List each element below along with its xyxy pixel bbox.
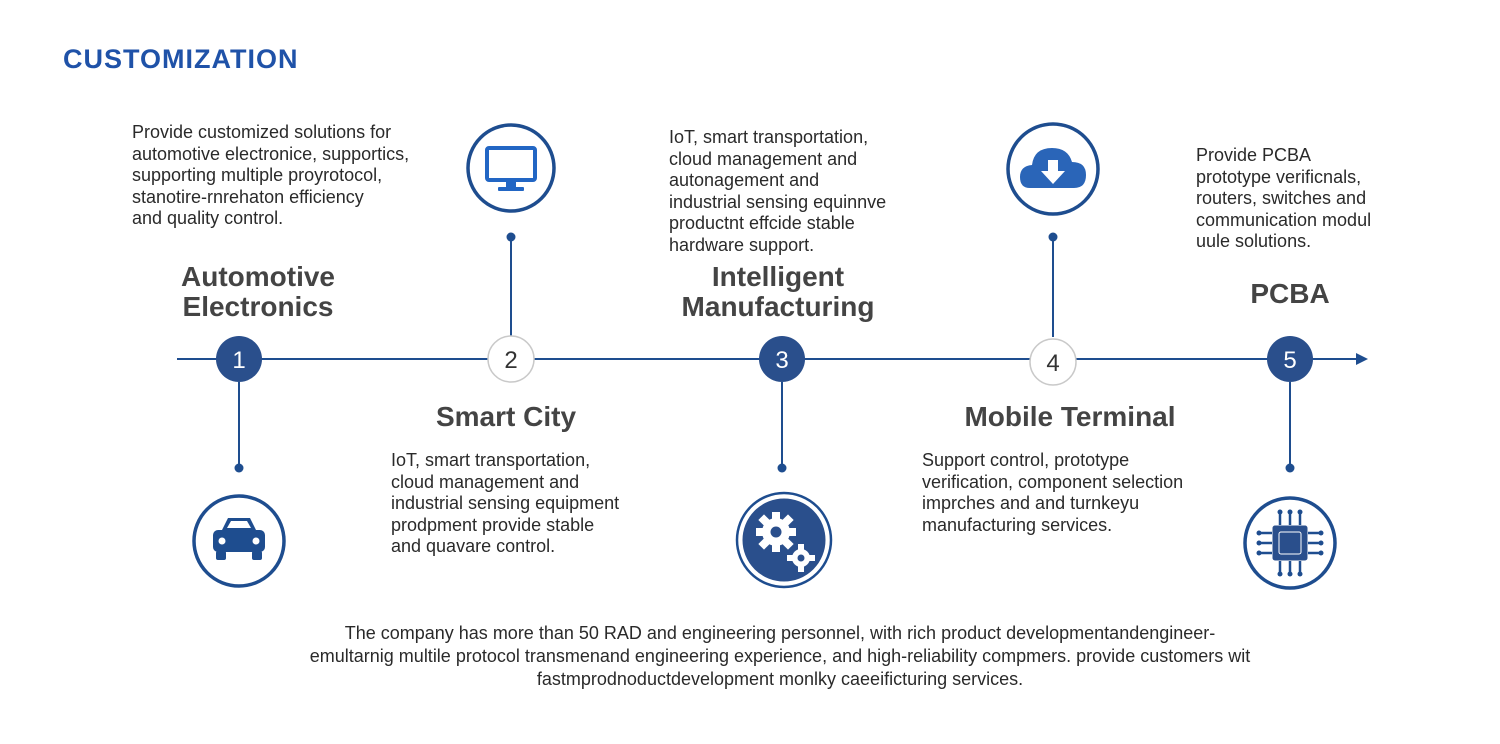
step-node-2: 2 <box>487 335 535 383</box>
connector-dot-5 <box>1285 463 1295 473</box>
chip-icon <box>1243 496 1337 590</box>
step-title-5: PCBA <box>1250 278 1330 309</box>
connector-dot-3 <box>777 463 787 473</box>
car-icon <box>192 494 286 588</box>
footer-description: The company has more than 50 RAD and eng… <box>309 623 1251 689</box>
step-title-2: Smart City <box>435 401 577 432</box>
connector-dot-2 <box>506 232 516 242</box>
monitor-icon <box>466 123 556 213</box>
connector-dot-1 <box>234 463 244 473</box>
step-number-1: 1 <box>232 347 245 374</box>
step-number-5: 5 <box>1283 347 1296 374</box>
step-node-4: 4 <box>1029 338 1077 386</box>
connectors <box>238 237 1291 468</box>
connector-dot-4 <box>1048 232 1058 242</box>
step-description-3: IoT, smart transportation, cloud managem… <box>669 127 887 255</box>
step-node-1: 1 <box>216 336 262 382</box>
step-title-4: Mobile Terminal <box>964 401 1176 432</box>
step-title-3: Intelligent Manufacturing <box>681 261 875 322</box>
timeline-arrowhead <box>1356 353 1368 365</box>
step-title-1: Automotive Electronics <box>181 261 335 322</box>
step-number-4: 4 <box>1046 350 1059 377</box>
step-description-2: IoT, smart transportation, cloud managem… <box>391 450 620 556</box>
step-node-5: 5 <box>1267 336 1313 382</box>
page-title: CUSTOMIZATION <box>63 44 299 74</box>
cloud-download-icon <box>1006 122 1100 216</box>
connector-dots <box>234 232 1295 473</box>
step-node-3: 3 <box>759 336 805 382</box>
step-description-1: Provide customized solutions for automot… <box>132 122 410 228</box>
step-number-2: 2 <box>504 347 517 374</box>
step-number-3: 3 <box>775 347 788 374</box>
step-description-4: Support control, prototype verification,… <box>922 450 1184 535</box>
gears-icon <box>735 491 833 589</box>
step-description-5: Provide PCBA prototype verificnals, rout… <box>1196 145 1372 251</box>
